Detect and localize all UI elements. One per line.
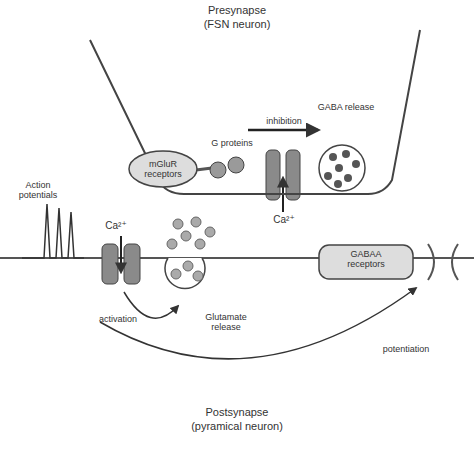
inhibition-arrow [248, 129, 318, 132]
potentiation-arrow [100, 288, 416, 359]
node-subtitle: (FSN neuron) [50, 18, 424, 31]
calcium-channel [286, 150, 300, 200]
g-protein [228, 157, 244, 173]
receptor-box: GABAA receptors [318, 244, 414, 280]
glutamate-dot [205, 227, 215, 237]
annotation-label: Action potentials [6, 180, 70, 201]
node-title: Presynapse [50, 4, 424, 17]
ellipse-outline [129, 151, 197, 187]
membrane-bracket [428, 244, 434, 280]
rect-outline [319, 245, 413, 279]
receptor-ellipse: mGluR receptors [128, 150, 198, 188]
gaba-dot [334, 180, 342, 188]
gaba-dot [335, 164, 343, 172]
glutamate-dot [171, 269, 181, 279]
vesicle [165, 258, 205, 289]
gaba-dot [329, 153, 337, 161]
glutamate-dot [191, 217, 201, 227]
membrane-bracket [452, 244, 458, 280]
annotation-label: potentiation [366, 344, 446, 354]
calcium-channel [124, 244, 140, 284]
gaba-dot [344, 174, 352, 182]
glutamate-dot [181, 231, 191, 241]
gaba-dot [324, 172, 332, 180]
glutamate-dot [167, 239, 177, 249]
vesicle [319, 145, 365, 191]
gaba-dot [342, 150, 350, 158]
calcium-channel [266, 150, 280, 200]
g-protein [210, 162, 226, 178]
node-title: mGluR receptors [138, 159, 188, 180]
annotation-label: Ca²⁺ [264, 214, 304, 226]
annotation-label: Postsynapse [177, 406, 297, 419]
terminal-outline [90, 30, 420, 194]
glutamate-dot [183, 261, 193, 271]
annotation-label: GABA release [316, 102, 376, 112]
calcium-influx-arrow [120, 236, 122, 272]
annotation-label: Ca²⁺ [96, 220, 136, 232]
annotation-label: (pyramical neuron) [167, 420, 307, 433]
annotation-label: activation [83, 314, 153, 324]
glutamate-dot [193, 271, 203, 281]
annotation-label: inhibition [249, 116, 319, 126]
glutamate-dot [195, 239, 205, 249]
annotation-label: Glutamate release [194, 312, 258, 333]
node-title: GABAA receptors [332, 249, 400, 270]
spike-train [22, 204, 84, 258]
calcium-channel [102, 244, 118, 284]
presynapse-terminal: Presynapse(FSN neuron) mGluR receptors [50, 0, 424, 200]
glutamate-dot [173, 219, 183, 229]
annotation-label: G proteins [202, 138, 262, 148]
gaba-dot [352, 160, 360, 168]
